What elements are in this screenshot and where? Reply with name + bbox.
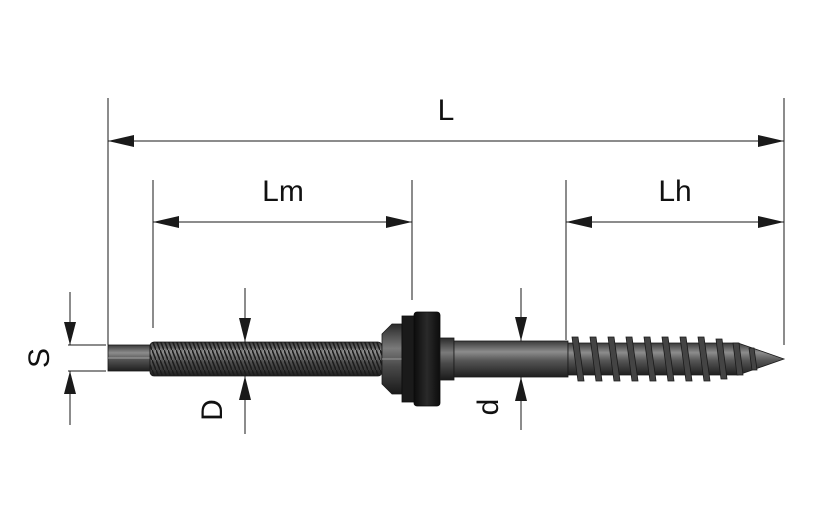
washer-rubber [413,311,441,407]
dimension-l: L [108,94,784,147]
collar [439,337,455,381]
arrowhead-d-bottom [239,376,251,400]
dimension-lh: Lh [566,175,784,228]
arrowhead-s-bottom [64,371,76,394]
label-lh: Lh [658,175,691,208]
label-s: S [23,348,56,368]
arrowhead-shank-bottom [515,377,527,401]
label-d-shank: d [472,399,505,416]
label-lm: Lm [262,175,304,208]
arrowhead-lh-left [566,216,592,228]
arrowhead-l-left [108,135,134,147]
arrowhead-shank-top [515,317,527,341]
metric-thread-pattern [150,342,382,376]
arrowhead-lm-left [153,216,179,228]
arrowhead-d-top [239,318,251,342]
wood-thread-core [567,342,786,376]
extension-lines [68,98,785,372]
arrowhead-l-right [758,135,784,147]
arrowhead-s-top [64,322,76,345]
plain-shank [453,340,569,378]
label-l: L [438,94,455,127]
label-d-major: D [196,399,229,421]
dimension-s: S [23,292,76,425]
arrowhead-lm-right [386,216,412,228]
wood-screw-threads [571,336,758,382]
hanger-bolt [107,311,786,407]
dimension-d-shank: d [472,288,527,430]
arrowhead-lh-right [758,216,784,228]
dimension-lm: Lm [153,175,412,228]
dimension-d-major: D [196,288,251,434]
